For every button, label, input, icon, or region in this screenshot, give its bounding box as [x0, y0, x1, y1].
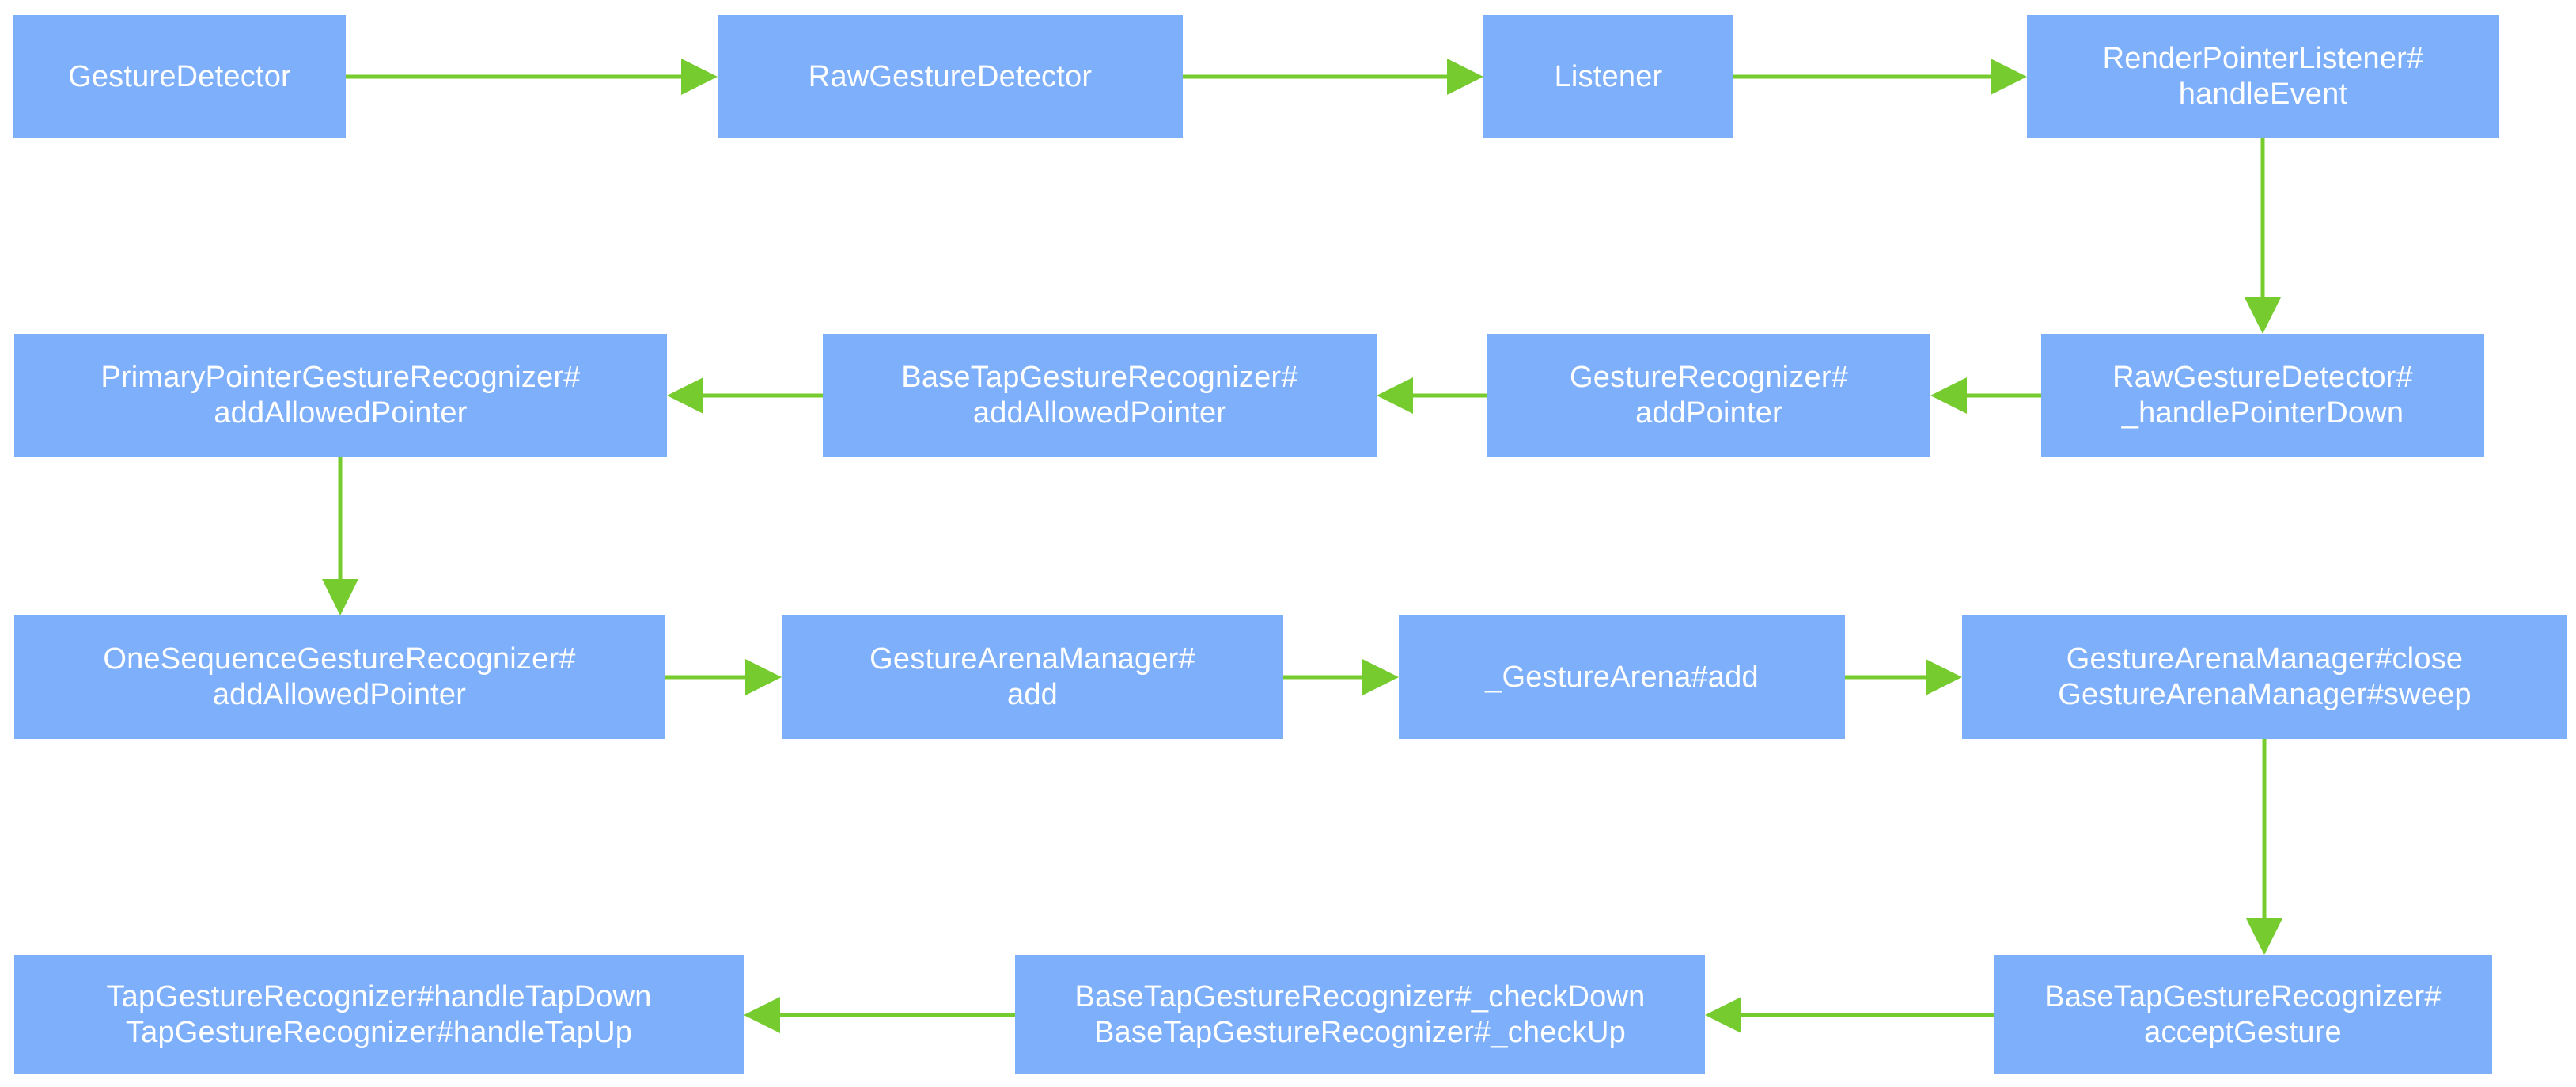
node-base-tap-gesture-recognizer-check-down-up[interactable]: BaseTapGestureRecognizer#_checkDown Base…: [1015, 955, 1705, 1074]
arrowhead-icon: [1447, 59, 1483, 95]
arrowhead-icon: [744, 997, 780, 1033]
arrowhead-icon: [667, 377, 703, 414]
edge-raw-gesture-detector-handle-pointer-down-to-gesture-recognizer-add-pointer: [1930, 377, 2041, 414]
node-gesture-arena-manager-add[interactable]: GestureArenaManager# add: [782, 615, 1283, 739]
node-gesture-arena-add[interactable]: _GestureArena#add: [1399, 615, 1845, 739]
edge-gesture-arena-manager-add-to-gesture-arena-add: [1283, 659, 1399, 695]
edge-raw-gesture-detector-to-listener: [1183, 59, 1483, 95]
node-raw-gesture-detector[interactable]: RawGestureDetector: [718, 15, 1183, 138]
node-one-sequence-gesture-recognizer-add-allowed-pointer[interactable]: OneSequenceGestureRecognizer# addAllowed…: [14, 615, 665, 739]
arrowhead-icon: [1930, 377, 1967, 414]
arrowhead-icon: [2245, 297, 2281, 334]
node-base-tap-gesture-recognizer-accept-gesture[interactable]: BaseTapGestureRecognizer# acceptGesture: [1994, 955, 2492, 1074]
edge-base-tap-gesture-recognizer-check-down-up-to-tap-gesture-recognizer-handle-tap-down-up: [744, 997, 1015, 1033]
edge-one-sequence-gesture-recognizer-add-allowed-pointer-to-gesture-arena-manager-add: [665, 659, 782, 695]
edge-gesture-arena-add-to-gesture-arena-manager-close-sweep: [1845, 659, 1962, 695]
node-listener[interactable]: Listener: [1483, 15, 1733, 138]
arrowhead-icon: [1377, 377, 1413, 414]
edge-render-pointer-listener-handle-event-to-raw-gesture-detector-handle-pointer-down: [2245, 138, 2281, 334]
arrowhead-icon: [322, 579, 358, 615]
edge-gesture-arena-manager-close-sweep-to-base-tap-gesture-recognizer-accept-gesture: [2246, 739, 2282, 955]
arrowhead-icon: [2246, 918, 2282, 955]
node-tap-gesture-recognizer-handle-tap-down-up[interactable]: TapGestureRecognizer#handleTapDown TapGe…: [14, 955, 744, 1074]
edge-gesture-detector-to-raw-gesture-detector: [346, 59, 718, 95]
node-gesture-recognizer-add-pointer[interactable]: GestureRecognizer# addPointer: [1487, 334, 1930, 457]
node-raw-gesture-detector-handle-pointer-down[interactable]: RawGestureDetector# _handlePointerDown: [2041, 334, 2484, 457]
edge-base-tap-gesture-recognizer-accept-gesture-to-base-tap-gesture-recognizer-check-down-up: [1705, 997, 1994, 1033]
node-gesture-detector[interactable]: GestureDetector: [13, 15, 346, 138]
node-gesture-arena-manager-close-sweep[interactable]: GestureArenaManager#close GestureArenaMa…: [1962, 615, 2567, 739]
arrowhead-icon: [1705, 997, 1741, 1033]
arrowhead-icon: [1362, 659, 1399, 695]
node-render-pointer-listener-handle-event[interactable]: RenderPointerListener# handleEvent: [2027, 15, 2499, 138]
edge-base-tap-gesture-recognizer-add-allowed-pointer-to-primary-pointer-gesture-recognizer-add-allowed-pointer: [667, 377, 823, 414]
edge-primary-pointer-gesture-recognizer-add-allowed-pointer-to-one-sequence-gesture-recognizer-add-allowed-pointer: [322, 457, 358, 615]
node-primary-pointer-gesture-recognizer-add-allowed-pointer[interactable]: PrimaryPointerGestureRecognizer# addAllo…: [14, 334, 667, 457]
arrowhead-icon: [681, 59, 718, 95]
arrowhead-icon: [745, 659, 782, 695]
edge-gesture-recognizer-add-pointer-to-base-tap-gesture-recognizer-add-allowed-pointer: [1377, 377, 1487, 414]
node-base-tap-gesture-recognizer-add-allowed-pointer[interactable]: BaseTapGestureRecognizer# addAllowedPoin…: [823, 334, 1377, 457]
arrowhead-icon: [1926, 659, 1962, 695]
edge-listener-to-render-pointer-listener-handle-event: [1733, 59, 2027, 95]
arrowhead-icon: [1991, 59, 2027, 95]
